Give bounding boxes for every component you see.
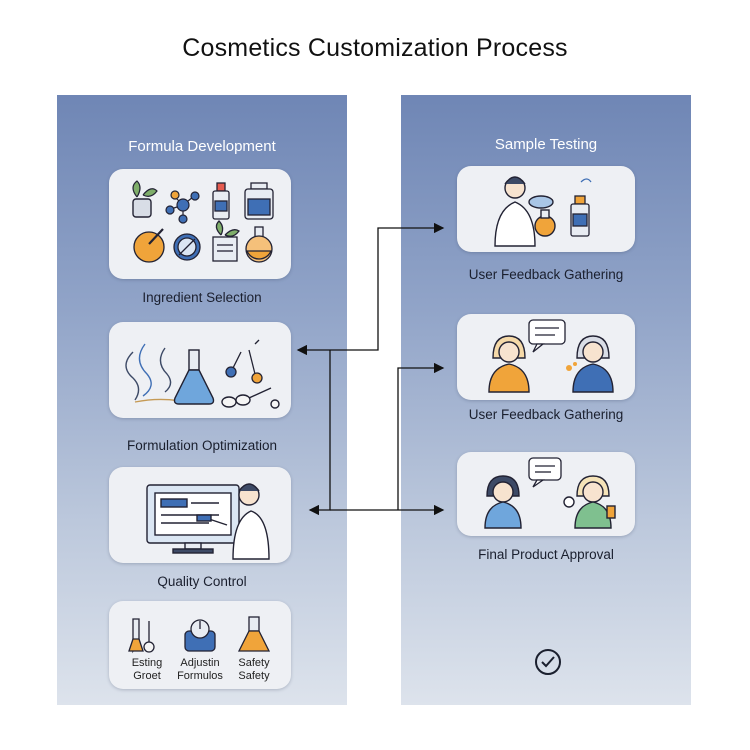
sample-testing-panel: Sample Testing User Feedback Gathering bbox=[401, 95, 691, 705]
scientist-icon bbox=[196, 483, 270, 560]
test-tubes-icon bbox=[225, 339, 263, 384]
petri-dish-icon bbox=[173, 233, 201, 261]
lab-testing-icons bbox=[494, 176, 592, 247]
speech-bubble-icon bbox=[528, 319, 566, 353]
mortar-bowl-icon bbox=[133, 228, 165, 263]
qc-item-2-line2: Formulos bbox=[177, 670, 223, 682]
formulation-icons bbox=[125, 339, 280, 409]
spatula-icon bbox=[221, 387, 280, 409]
ingredient-selection-card bbox=[109, 169, 291, 279]
quality-control-icons bbox=[146, 483, 270, 560]
woman-left-icon bbox=[488, 335, 530, 393]
quality-control-card bbox=[109, 467, 291, 563]
qc-item-2-line1: Adjustin bbox=[180, 657, 220, 669]
erlenmeyer-flask-icon bbox=[173, 349, 215, 405]
woman-right-icon bbox=[566, 335, 614, 393]
qc-item-1: Esting Groet bbox=[119, 657, 175, 683]
final-product-approval-label: Final Product Approval bbox=[478, 547, 614, 562]
lab-testing-card bbox=[457, 166, 635, 252]
ingredient-selection-label: Ingredient Selection bbox=[142, 290, 262, 305]
qc-item-1-line1: Esting bbox=[131, 657, 163, 669]
round-flask-icon bbox=[245, 226, 273, 263]
feedback-conversation-card bbox=[457, 314, 635, 400]
testing-tools-icon bbox=[128, 618, 155, 654]
feedback-conversation-icons bbox=[488, 319, 614, 393]
formulation-optimization-card bbox=[109, 322, 291, 418]
quality-checks-card: Esting Groet Adjustin Formulos Safety Sa… bbox=[109, 601, 291, 689]
user-feedback-label-2: User Feedback Gathering bbox=[468, 407, 624, 422]
molecule-icon bbox=[165, 190, 200, 224]
qc-item-2: Adjustin Formulos bbox=[172, 657, 228, 683]
plant-icon bbox=[132, 180, 158, 218]
herb-box-icon bbox=[212, 220, 240, 262]
diagram-title: Cosmetics Customization Process bbox=[182, 34, 568, 62]
adjustment-device-icon bbox=[184, 619, 216, 652]
qc-item-3-line1: Safety bbox=[238, 657, 270, 669]
sample-testing-heading: Sample Testing bbox=[494, 136, 598, 153]
check-circle-icon bbox=[535, 649, 561, 675]
quality-control-label: Quality Control bbox=[157, 574, 247, 589]
formula-development-panel: Formula Development bbox=[57, 95, 347, 705]
customer-right-icon bbox=[563, 475, 616, 529]
user-feedback-label-1: User Feedback Gathering bbox=[468, 267, 624, 282]
chat-bubble-icon bbox=[528, 457, 562, 488]
customer-left-icon bbox=[484, 475, 522, 529]
product-approval-icons bbox=[484, 457, 616, 529]
ingredient-icons bbox=[132, 180, 274, 263]
researcher-icon bbox=[494, 176, 556, 247]
qc-item-3: Safety Safety bbox=[226, 657, 282, 683]
quality-check-icons bbox=[128, 616, 271, 654]
dropper-bottle-icon bbox=[570, 178, 592, 237]
serum-bottle-icon bbox=[212, 182, 230, 220]
pump-jar-icon bbox=[244, 182, 274, 220]
formulation-optimization-label: Formulation Optimization bbox=[126, 438, 278, 453]
formula-development-heading: Formula Development bbox=[128, 138, 276, 155]
monitor-icon bbox=[146, 484, 240, 554]
qc-item-3-line2: Safety bbox=[238, 670, 270, 682]
product-approval-card bbox=[457, 452, 635, 536]
qc-item-1-line2: Groet bbox=[133, 670, 161, 682]
safety-flask-icon bbox=[237, 616, 271, 652]
